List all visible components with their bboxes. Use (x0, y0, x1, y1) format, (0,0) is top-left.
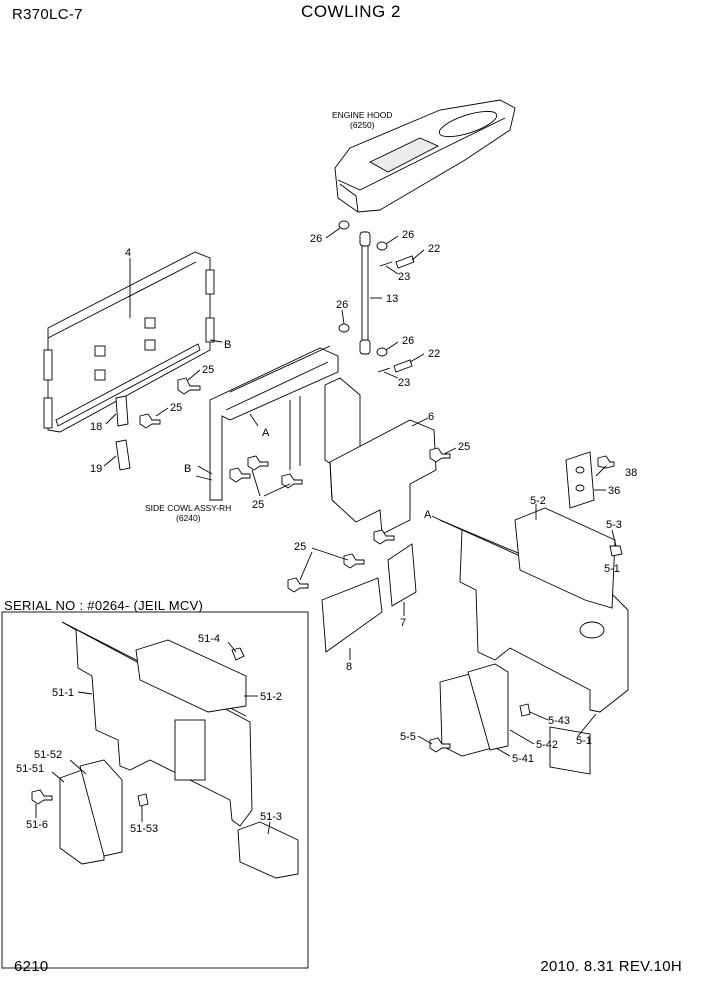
callout-5-3: 5-3 (606, 519, 622, 531)
side-cowl-code: (6240) (176, 513, 201, 523)
variant-panel-51-51 (59, 759, 123, 865)
plate-7 (387, 543, 417, 607)
callout-5-5: 5-5 (400, 731, 416, 743)
callout-5-2: 5-2 (530, 495, 546, 507)
callout-26-b: 26 (402, 229, 414, 241)
callout-25-d: 25 (458, 441, 470, 453)
callout-25-c: 25 (252, 499, 264, 511)
callout-B2: B (184, 463, 191, 475)
callout-5-42: 5-42 (536, 739, 558, 751)
callout-23-b: 23 (398, 377, 410, 389)
box-5-2 (514, 507, 616, 609)
callout-8: 8 (346, 661, 352, 673)
engine-hood-code: (6250) (350, 120, 375, 130)
callout-51-3: 51-3 (260, 811, 282, 823)
callout-13: 13 (386, 293, 398, 305)
callout-A1: A (262, 427, 270, 439)
callout-7: 7 (400, 617, 406, 629)
callout-22-b: 22 (428, 348, 440, 360)
callout-A2: A (424, 509, 432, 521)
callout-51-51: 51-51 (16, 763, 44, 775)
bracket-frame (209, 345, 361, 501)
callout-5-1-b: 5-1 (576, 735, 592, 747)
callout-5-41: 5-41 (512, 753, 534, 765)
plate-6 (329, 419, 437, 535)
callout-4: 4 (125, 247, 131, 259)
variant-box-51-2 (135, 639, 247, 713)
callout-26-d: 26 (402, 335, 414, 347)
callout-18: 18 (90, 421, 102, 433)
callout-51-52: 51-52 (34, 749, 62, 761)
callout-25-b: 25 (170, 402, 182, 414)
leader-lines (35, 227, 617, 835)
engine-hood-label: ENGINE HOOD (332, 110, 392, 120)
callout-26-a: 26 (310, 233, 322, 245)
callout-22-a: 22 (428, 243, 440, 255)
frame-5-1 (439, 519, 629, 775)
page-number: 6210 (14, 958, 49, 975)
callout-25-e: 25 (294, 541, 306, 553)
callout-51-6: 51-6 (26, 819, 48, 831)
callout-36: 36 (608, 485, 620, 497)
serial-note: SERIAL NO : #0264- (JEIL MCV) (4, 598, 204, 613)
callout-51-1: 51-1 (52, 687, 74, 699)
callout-19: 19 (90, 463, 102, 475)
callout-5-43: 5-43 (548, 715, 570, 727)
callout-51-53: 51-53 (130, 823, 158, 835)
model-name: R370LC-7 (12, 6, 83, 23)
callout-51-4: 51-4 (198, 633, 220, 645)
variant-block-51-3 (237, 821, 299, 879)
stay-rod (338, 220, 415, 373)
callout-51-2: 51-2 (260, 691, 282, 703)
callout-5-1-a: 5-1 (604, 563, 620, 575)
revision-date: 2010. 8.31 REV.10H (540, 958, 682, 975)
plate-8 (321, 577, 383, 653)
callout-26-c: 26 (336, 299, 348, 311)
callout-23-a: 23 (398, 271, 410, 283)
bolts (139, 377, 623, 753)
side-cowl-label: SIDE COWL ASSY-RH (145, 503, 231, 513)
bracket-36 (565, 451, 595, 509)
panel-5-41 (439, 663, 509, 757)
callout-B1: B (224, 339, 231, 351)
serial-variant-box (1, 611, 309, 969)
side-cowl-panel (43, 251, 215, 471)
callout-38: 38 (625, 467, 637, 479)
callout-25-a: 25 (202, 364, 214, 376)
engine-hood (334, 99, 516, 213)
page-title: COWLING 2 (301, 2, 401, 21)
callout-6: 6 (428, 411, 434, 423)
